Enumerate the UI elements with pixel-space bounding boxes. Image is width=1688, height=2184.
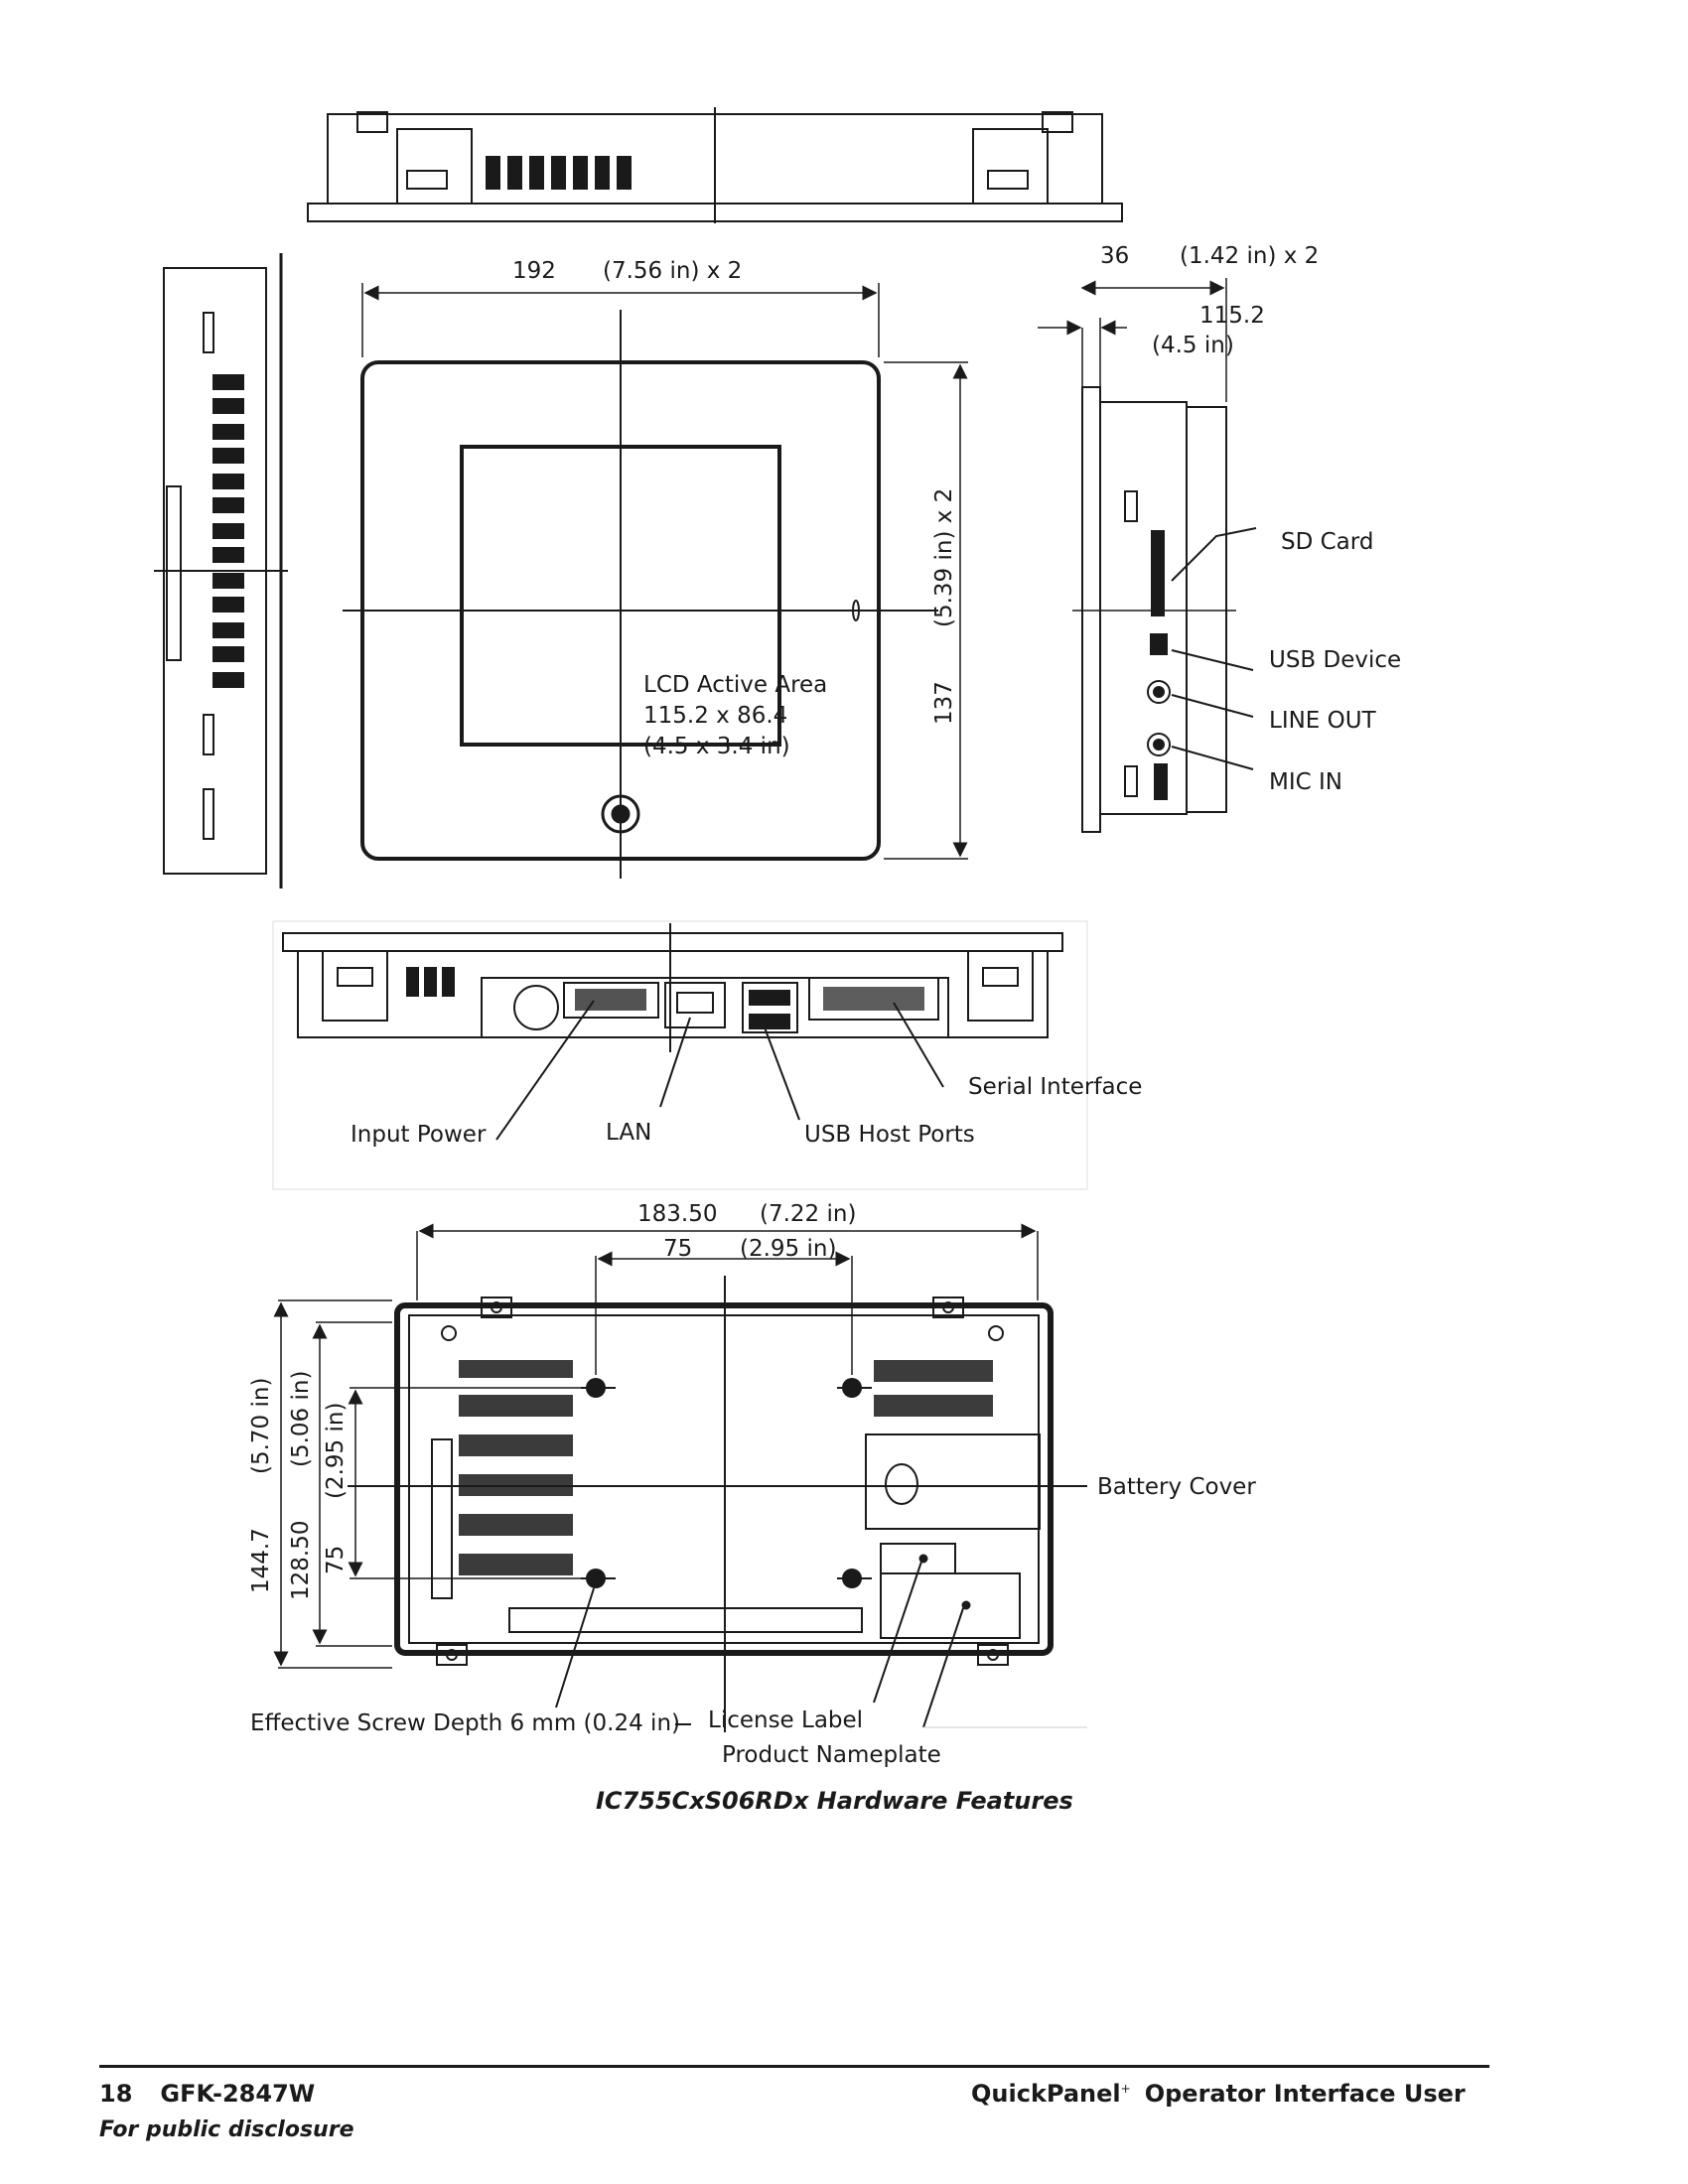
top-view bbox=[307, 107, 1123, 223]
rear-view bbox=[348, 1276, 1077, 1732]
lcd-size-in: (4.5 x 3.4 in) bbox=[643, 734, 790, 759]
bottom-callouts bbox=[495, 1000, 944, 1141]
width-mm-label: 192 bbox=[512, 258, 556, 284]
input-power-label: Input Power bbox=[351, 1122, 487, 1148]
width-in-label: (7.56 in) x 2 bbox=[603, 258, 742, 284]
sd-card-label: SD Card bbox=[1281, 529, 1373, 555]
usb-device-label: USB Device bbox=[1269, 647, 1401, 673]
side-callouts bbox=[1171, 527, 1257, 770]
rear-height2-mm: 128.50 bbox=[288, 1521, 314, 1600]
depth-mm-label: 36 bbox=[1100, 243, 1129, 269]
height-in-label: (5.39 in) x 2 bbox=[931, 488, 957, 627]
rear-height2-in: (5.06 in) bbox=[288, 1371, 314, 1467]
rear-height-in: (5.70 in) bbox=[248, 1378, 274, 1474]
footer-rule bbox=[99, 2065, 1489, 2068]
hole-width-in: (2.95 in) bbox=[740, 1236, 836, 1262]
screw-depth-label: Effective Screw Depth 6 mm (0.24 in) bbox=[250, 1710, 680, 1736]
rear-width-dimensions: 183.50 (7.22 in) 75 (2.95 in) bbox=[416, 1201, 1039, 1375]
figure-caption: IC755CxS06RDx Hardware Features bbox=[596, 1787, 1073, 1815]
hole-height-in: (2.95 in) bbox=[323, 1403, 349, 1499]
mic-in-label: MIC IN bbox=[1269, 769, 1342, 795]
serial-interface-label: Serial Interface bbox=[968, 1074, 1142, 1100]
bottom-view bbox=[272, 920, 1088, 1190]
usb-host-label: USB Host Ports bbox=[804, 1122, 975, 1148]
rear-width-in: (7.22 in) bbox=[760, 1201, 856, 1227]
rear-height-dimensions: 144.7 (5.70 in) 128.50 (5.06 in) 75 (2.9… bbox=[248, 1299, 586, 1669]
battery-cover-label: Battery Cover bbox=[1097, 1474, 1256, 1500]
left-side-view bbox=[154, 253, 288, 888]
public-disclosure-note: For public disclosure bbox=[99, 2117, 354, 2142]
hole-height-mm: 75 bbox=[323, 1546, 349, 1574]
height-mm-label: 137 bbox=[931, 681, 957, 725]
depth-dimension: 36 (1.42 in) x 2 115.2 (4.5 in) bbox=[1038, 243, 1319, 402]
height-dimension: 137 (5.39 in) x 2 bbox=[884, 361, 968, 860]
lan-label: LAN bbox=[606, 1120, 651, 1146]
front-view bbox=[343, 310, 938, 879]
rear-height-mm: 144.7 bbox=[248, 1528, 274, 1593]
side-in-label: (4.5 in) bbox=[1152, 333, 1234, 358]
document-number: GFK-2847W bbox=[160, 2080, 316, 2108]
line-out-label: LINE OUT bbox=[1269, 708, 1377, 734]
hole-width-mm: 75 bbox=[663, 1236, 692, 1262]
depth-in-label: (1.42 in) x 2 bbox=[1180, 243, 1319, 269]
width-dimension: 192 (7.56 in) x 2 bbox=[361, 258, 880, 357]
product-nameplate-label: Product Nameplate bbox=[722, 1742, 941, 1768]
side-mm-label: 115.2 bbox=[1199, 303, 1265, 329]
document-title: QuickPanel+Operator Interface User bbox=[971, 2080, 1466, 2108]
rear-callouts bbox=[555, 1485, 1087, 1728]
lcd-size-mm: 115.2 x 86.4 bbox=[643, 703, 787, 729]
right-side-view bbox=[1072, 318, 1236, 833]
rear-width-mm: 183.50 bbox=[637, 1201, 717, 1227]
lcd-title: LCD Active Area bbox=[643, 672, 827, 698]
license-label-label: License Label bbox=[708, 1707, 863, 1733]
